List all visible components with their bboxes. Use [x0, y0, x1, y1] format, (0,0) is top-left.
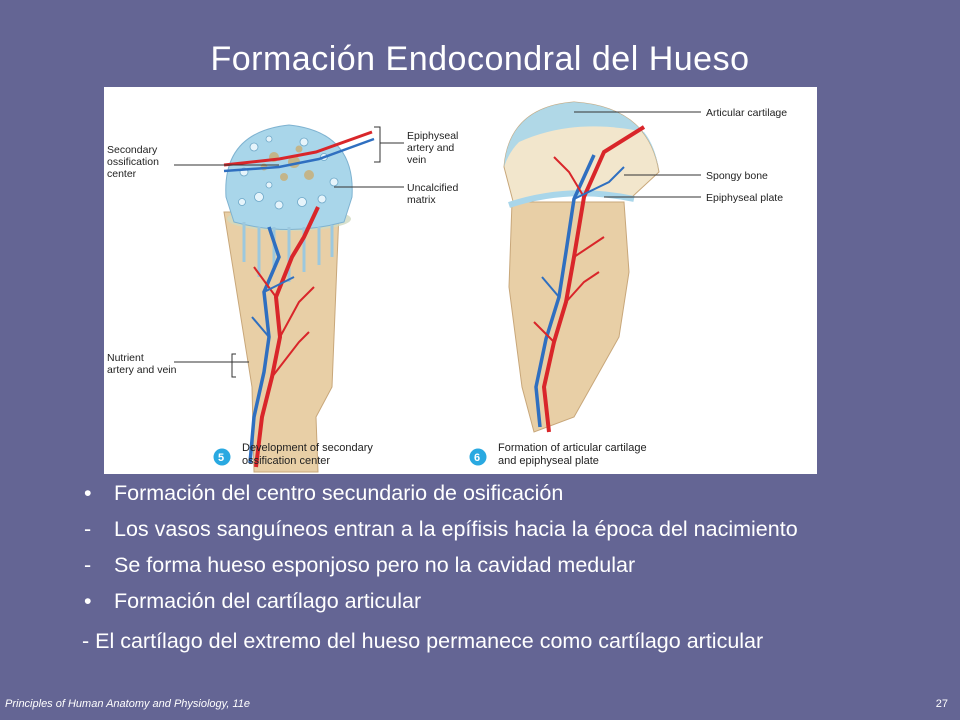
bullet-text: Formación del centro secundario de osifi… [114, 481, 564, 505]
bullet-text: Se forma hueso esponjoso pero no la cavi… [114, 553, 636, 577]
uncalcified-matrix-label: Uncalcified matrix [407, 182, 461, 206]
dash-marker: - [84, 517, 92, 541]
dash-marker: - [84, 553, 92, 577]
articular-cartilage-label: Articular cartilage [706, 107, 787, 119]
svg-text:Formation of articular cartila: Formation of articular cartilage and epi… [498, 442, 650, 467]
epiphyseal-vessels-label: Epiphyseal artery and vein [407, 130, 461, 166]
bullet-marker: • [84, 589, 92, 613]
page-number: 27 [935, 698, 948, 710]
leader-lines [174, 111, 701, 378]
caption-6: 6 Formation of articular cartilage and e… [469, 442, 650, 467]
nutrient-vessels-label: Nutrient artery and vein [107, 352, 177, 376]
bullet-list: • Formación del centro secundario de osi… [82, 480, 952, 664]
epiphyseal-plate-label: Epiphyseal plate [706, 192, 783, 204]
final-line: - El cartílago del extremo del hueso per… [82, 629, 764, 653]
footer-source: Principles of Human Anatomy and Physiolo… [5, 698, 250, 710]
bullet-item: - Los vasos sanguíneos entran a la epífi… [82, 516, 952, 542]
spongy-bone-label: Spongy bone [706, 170, 768, 182]
slide-title: Formación Endocondral del Hueso [210, 40, 750, 78]
bullet-marker: • [84, 481, 92, 505]
bullet-item: • Formación del cartílago articular [82, 588, 952, 614]
secondary-ossification-label: Secondary ossification center [107, 144, 162, 180]
bullet-item: • Formación del centro secundario de osi… [82, 480, 952, 506]
svg-text:Development of secondary: Development of secondary ossification ce… [242, 442, 376, 467]
bone-right [503, 101, 660, 433]
bone-diagram: Secondary ossification center Nutrient a… [104, 87, 817, 474]
caption-6-number: 6 [474, 452, 480, 464]
caption-5: 5 Development of secondary ossification … [213, 442, 376, 467]
diagram-svg: Secondary ossification center Nutrient a… [107, 101, 787, 473]
bone-left [223, 124, 375, 473]
bullet-text: Formación del cartílago articular [114, 589, 422, 613]
bullet-item: - Se forma hueso esponjoso pero no la ca… [82, 552, 952, 578]
bullet-text: Los vasos sanguíneos entran a la epífisi… [114, 517, 798, 541]
caption-5-number: 5 [218, 452, 224, 464]
